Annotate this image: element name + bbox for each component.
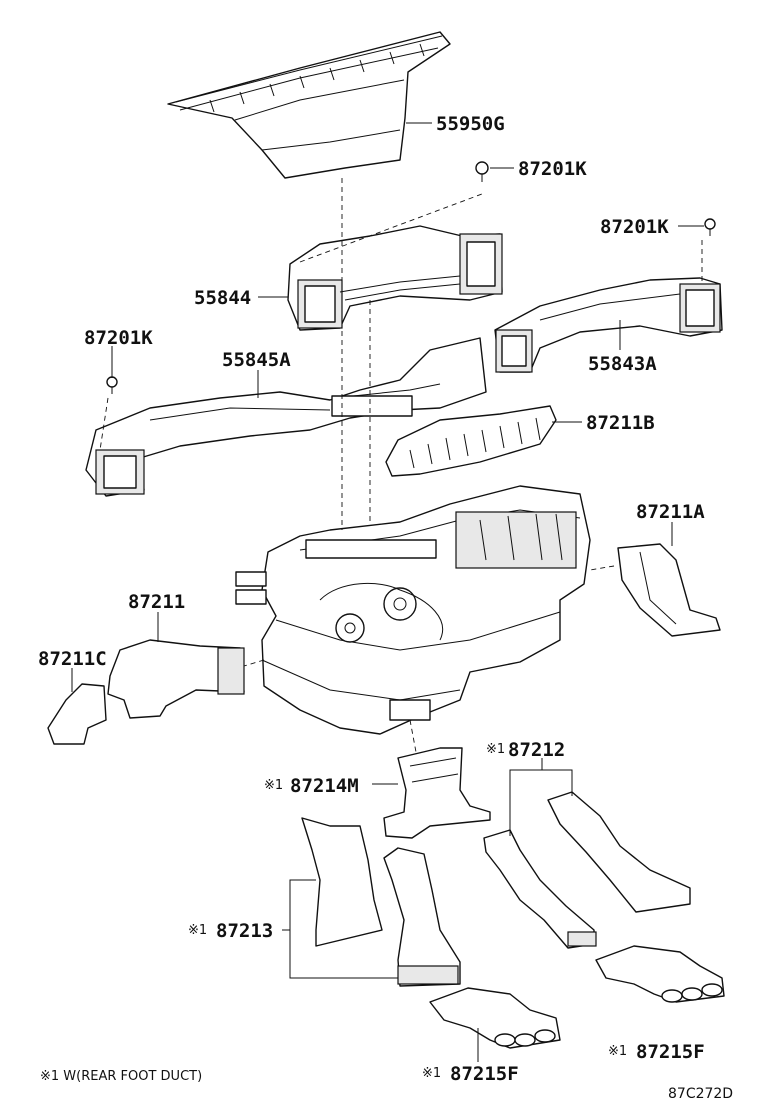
part-87215F-right-drawing	[595, 945, 725, 1003]
clip-87201K-right-icon	[704, 218, 716, 236]
label-87215F-right: 87215F	[636, 1041, 705, 1063]
part-87212-drawing	[483, 791, 691, 949]
label-87211C: 87211C	[38, 648, 107, 670]
alignment-lines	[99, 178, 703, 753]
mark-87214M: ※1	[264, 778, 283, 793]
label-87212: 87212	[508, 739, 565, 761]
clip-87201K-left-icon	[106, 376, 118, 394]
part-87211A-drawing	[617, 543, 721, 637]
leader-lines	[71, 122, 704, 1062]
part-hvac-unit-drawing	[235, 485, 591, 735]
part-87214M-drawing	[383, 747, 491, 839]
label-87201K-left: 87201K	[84, 327, 153, 349]
label-87211: 87211	[128, 591, 185, 613]
label-55843A: 55843A	[588, 353, 657, 375]
mark-87215F-right: ※1	[608, 1044, 627, 1059]
label-55950G: 55950G	[436, 113, 505, 135]
label-87213: 87213	[216, 920, 273, 942]
part-87211C-drawing	[47, 683, 107, 745]
label-87214M: 87214M	[290, 775, 359, 797]
label-87201K-top: 87201K	[518, 158, 587, 180]
label-87215F-lower: 87215F	[450, 1063, 519, 1085]
label-55844: 55844	[194, 287, 251, 309]
part-87213-drawing	[301, 817, 461, 987]
part-55843A-drawing	[494, 277, 723, 373]
part-55950G-drawing	[167, 31, 451, 179]
part-87215F-lower-drawing	[429, 987, 561, 1049]
part-55844-drawing	[287, 225, 503, 331]
mark-87212: ※1	[486, 742, 505, 757]
mark-87213: ※1	[188, 923, 207, 938]
diagram-code: 87C272D	[668, 1086, 733, 1102]
part-87211B-drawing	[385, 405, 557, 477]
label-87211B: 87211B	[586, 412, 655, 434]
clip-87201K-top-icon	[475, 161, 489, 182]
mark-87215F-lower: ※1	[422, 1066, 441, 1081]
part-55845A-drawing	[85, 337, 487, 497]
part-87211-drawing	[107, 639, 245, 719]
label-87201K-right: 87201K	[600, 216, 669, 238]
label-87211A: 87211A	[636, 501, 705, 523]
footnote: ※1 W(REAR FOOT DUCT)	[40, 1069, 202, 1084]
label-55845A: 55845A	[222, 349, 291, 371]
